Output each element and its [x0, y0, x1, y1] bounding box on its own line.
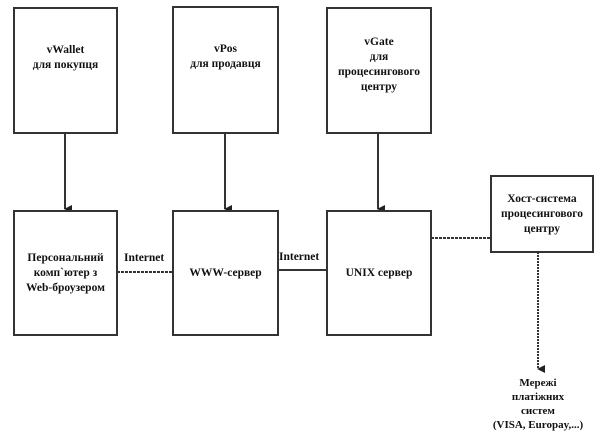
networks-line-3: систем [521, 405, 555, 417]
host-label-2: процесингового [501, 207, 583, 220]
pc-label-1: Персональний [27, 251, 104, 264]
internet-label-2: Internet [279, 251, 320, 263]
networks-line-1: Мережі [519, 377, 557, 389]
unix-server-box: UNIX сервер [326, 210, 432, 336]
vgate-label-4: центру [360, 81, 398, 93]
vpos-label-2: для продавця [190, 58, 261, 70]
host-label-3: центру [523, 222, 561, 235]
payment-networks-label: Мережі платіжних систем (VISA, Europay,.… [478, 376, 598, 432]
vwallet-box: vWallet для покупця [13, 7, 118, 134]
unix-server-label: UNIX сервер [345, 266, 413, 279]
www-server-label: WWW-сервер [189, 266, 262, 279]
host-system-box: Хост-система процесингового центру [490, 175, 594, 253]
www-server-box: WWW-сервер [172, 210, 279, 336]
pc-label-2: комп`ютер з [33, 266, 98, 279]
vwallet-label-2: для покупця [32, 59, 99, 71]
pc-box: Персональний комп`ютер з Web-броузером [13, 210, 118, 336]
vpos-box: vPos для продавця [172, 6, 279, 134]
vgate-label-3: процесингового [338, 66, 420, 78]
networks-line-2: платіжних [511, 391, 565, 403]
pc-label-3: Web-броузером [26, 281, 105, 294]
internet-label-1: Internet [124, 252, 165, 264]
vgate-box: vGate для процесингового центру [326, 7, 432, 134]
vgate-label-2: для [369, 51, 389, 63]
vgate-label-1: vGate [364, 36, 394, 48]
vpos-label-1: vPos [214, 43, 237, 55]
networks-line-4: (VISA, Europay,...) [492, 419, 584, 431]
vwallet-label-1: vWallet [46, 44, 85, 56]
host-label-1: Хост-система [507, 192, 577, 205]
